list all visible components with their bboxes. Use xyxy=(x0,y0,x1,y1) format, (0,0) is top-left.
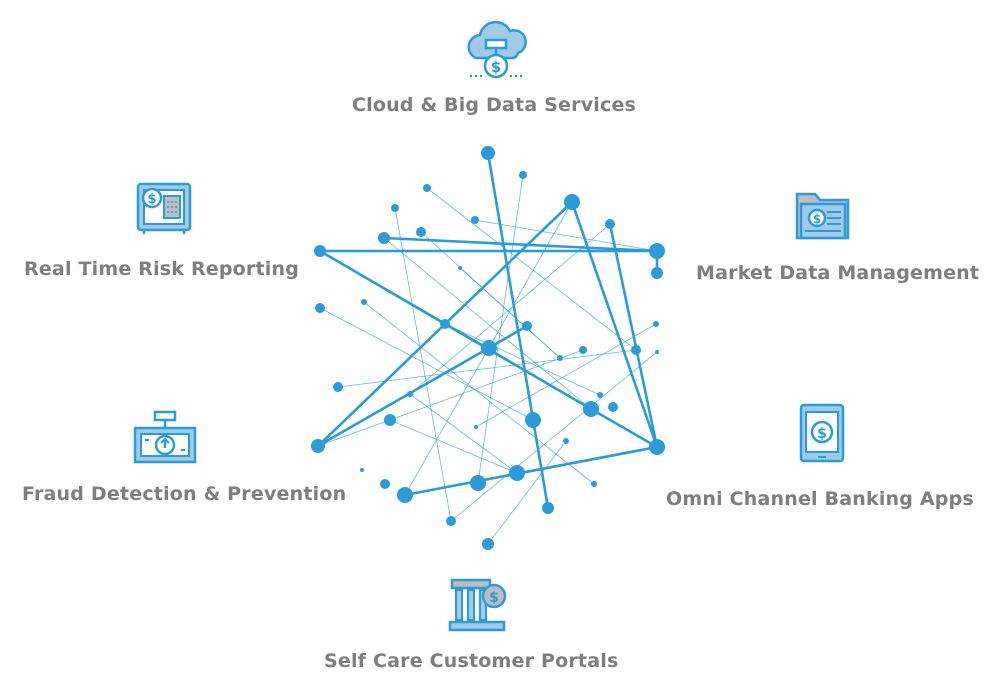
network-node xyxy=(471,216,479,224)
network-link xyxy=(608,223,659,448)
service-label-selfcare: Self Care Customer Portals xyxy=(324,650,619,672)
network-node xyxy=(446,516,456,526)
network-link xyxy=(394,207,452,522)
network-node xyxy=(482,538,494,550)
network-node xyxy=(481,146,495,160)
safe-dollar-icon: $ xyxy=(136,182,192,234)
network-node xyxy=(649,439,665,455)
network-link xyxy=(409,223,611,395)
network-node xyxy=(378,232,390,244)
network-node xyxy=(470,475,486,491)
service-label-cloud: Cloud & Big Data Services xyxy=(352,94,637,116)
network-node xyxy=(564,194,580,210)
network-link xyxy=(363,301,595,485)
network-link xyxy=(590,407,658,449)
network-node xyxy=(605,219,615,229)
network-link xyxy=(420,231,561,359)
network-node xyxy=(563,438,569,444)
network-node xyxy=(522,321,532,331)
network-node xyxy=(649,243,665,259)
svg-text:$: $ xyxy=(489,590,499,606)
network-link xyxy=(450,351,658,522)
network-node xyxy=(583,401,599,417)
network-node xyxy=(509,465,525,481)
network-node xyxy=(361,299,367,305)
network-node xyxy=(653,321,659,327)
network-node xyxy=(458,266,462,270)
network-link xyxy=(319,307,534,421)
network-node xyxy=(519,171,527,179)
network-node xyxy=(557,355,563,361)
network-link xyxy=(426,187,637,351)
network-node xyxy=(416,227,426,237)
network-node xyxy=(380,479,390,489)
network-node xyxy=(631,345,641,355)
network-node xyxy=(608,402,618,412)
network-link xyxy=(383,237,592,410)
cloud-dollar-icon: $ xyxy=(467,20,527,79)
network-link xyxy=(319,249,592,411)
network-node xyxy=(474,425,478,429)
network-link xyxy=(487,440,567,545)
banknote-alert-icon xyxy=(133,410,197,464)
bank-dollar-icon: $ xyxy=(448,578,507,632)
network-node xyxy=(423,184,431,192)
network-link xyxy=(317,349,584,447)
network-link xyxy=(404,445,658,497)
network-link xyxy=(409,393,518,474)
network-node xyxy=(655,350,659,354)
service-label-fraud: Fraud Detection & Prevention xyxy=(22,483,347,505)
network-node xyxy=(542,502,554,514)
service-label-risk: Real Time Risk Reporting xyxy=(24,258,300,280)
folder-dollar-icon: $ xyxy=(795,192,850,240)
service-label-market: Market Data Management xyxy=(696,262,980,284)
network-link xyxy=(389,419,518,474)
network-node xyxy=(397,487,413,503)
network-node xyxy=(391,204,399,212)
network-node xyxy=(311,439,325,453)
network-node xyxy=(407,391,413,397)
network-link xyxy=(475,323,657,428)
network-link xyxy=(474,219,658,252)
network-link xyxy=(477,174,524,484)
network-link xyxy=(383,236,658,253)
network-node xyxy=(525,412,541,428)
network-node xyxy=(591,481,597,487)
network-node xyxy=(579,346,587,354)
network-node xyxy=(440,319,450,329)
svg-text:$: $ xyxy=(813,212,821,226)
network-node xyxy=(360,468,364,472)
network-node xyxy=(333,382,343,392)
network-node xyxy=(384,414,396,426)
network-node xyxy=(597,392,603,398)
network-link xyxy=(570,201,659,448)
svg-text:$: $ xyxy=(491,58,501,76)
service-label-omni: Omni Channel Banking Apps xyxy=(666,488,974,510)
svg-text:$: $ xyxy=(817,426,827,442)
svg-text:$: $ xyxy=(147,192,156,207)
network-node xyxy=(315,303,325,313)
network-node xyxy=(314,245,326,257)
network-node xyxy=(481,340,497,356)
network-node xyxy=(651,267,663,279)
tablet-dollar-icon: $ xyxy=(799,403,845,463)
